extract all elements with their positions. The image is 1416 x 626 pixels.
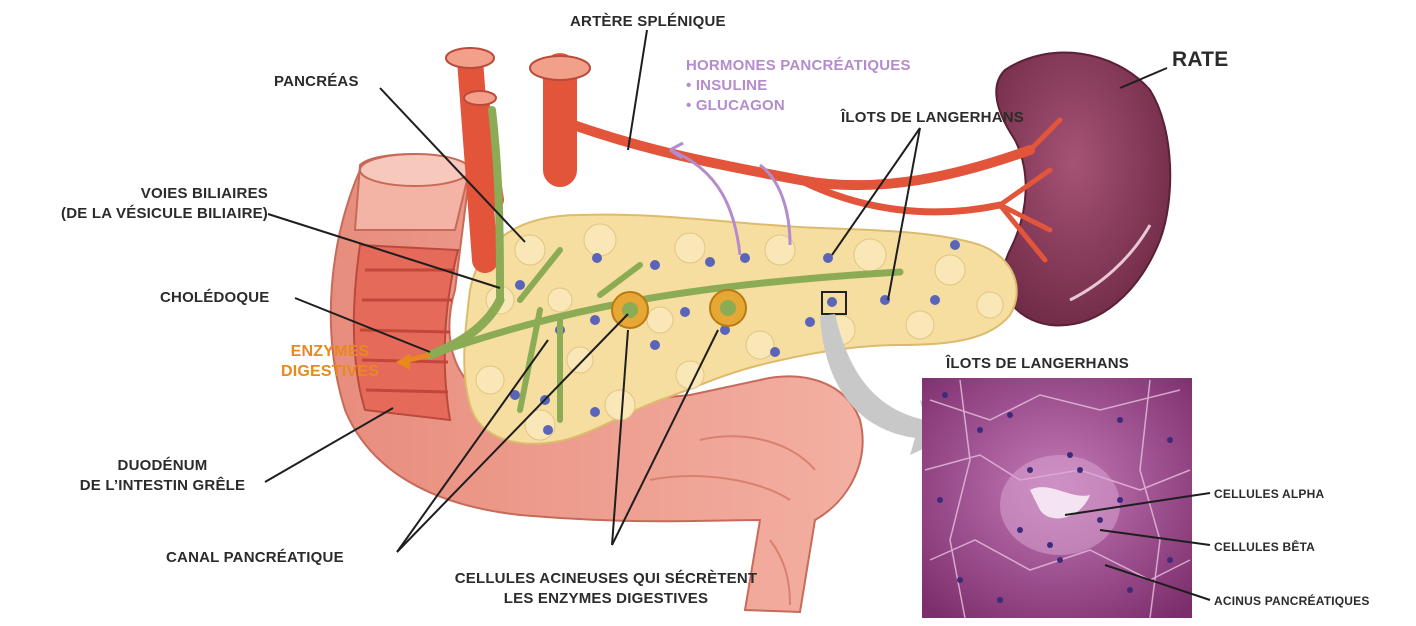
- label-voies-biliaires: VOIES BILIAIRES (DE LA VÉSICULE BILIAIRE…: [6, 184, 268, 224]
- enzymes-line-1: ENZYMES: [270, 342, 390, 362]
- acineuses-line-2: LES ENZYMES DIGESTIVES: [406, 589, 806, 609]
- label-canal-pancreatique: CANAL PANCRÉATIQUE: [166, 548, 344, 568]
- label-ilots-langerhans: ÎLOTS DE LANGERHANS: [841, 108, 1024, 128]
- label-rate: RATE: [1172, 50, 1228, 70]
- label-ilots-inset: ÎLOTS DE LANGERHANS: [946, 354, 1129, 374]
- duodenum-line-1: DUODÉNUM: [60, 456, 265, 476]
- label-hormones: HORMONES PANCRÉATIQUES • INSULINE • GLUC…: [686, 56, 911, 116]
- histology-image: [922, 378, 1192, 618]
- label-choledoque: CHOLÉDOQUE: [160, 288, 270, 308]
- label-cellules-beta: CELLULES BÊTA: [1214, 539, 1315, 555]
- voies-line-2: (DE LA VÉSICULE BILIAIRE): [6, 204, 268, 224]
- label-acinus-pancreatiques: ACINUS PANCRÉATIQUES: [1214, 593, 1370, 609]
- duodenum-line-2: DE L’INTESTIN GRÊLE: [60, 476, 265, 496]
- label-cellules-acineuses: CELLULES ACINEUSES QUI SÉCRÈTENT LES ENZ…: [406, 569, 806, 609]
- enzymes-line-2: DIGESTIVES: [270, 362, 390, 382]
- voies-line-1: VOIES BILIAIRES: [6, 184, 268, 204]
- hormones-title: HORMONES PANCRÉATIQUES: [686, 56, 911, 76]
- label-duodenum: DUODÉNUM DE L’INTESTIN GRÊLE: [60, 456, 265, 496]
- label-pancreas: PANCRÉAS: [274, 72, 359, 92]
- hormone-insuline: • INSULINE: [686, 76, 911, 96]
- label-enzymes-digestives: ENZYMES DIGESTIVES: [270, 342, 390, 382]
- acineuses-line-1: CELLULES ACINEUSES QUI SÉCRÈTENT: [406, 569, 806, 589]
- label-artere-splenique: ARTÈRE SPLÉNIQUE: [570, 12, 726, 32]
- label-cellules-alpha: CELLULES ALPHA: [1214, 486, 1324, 502]
